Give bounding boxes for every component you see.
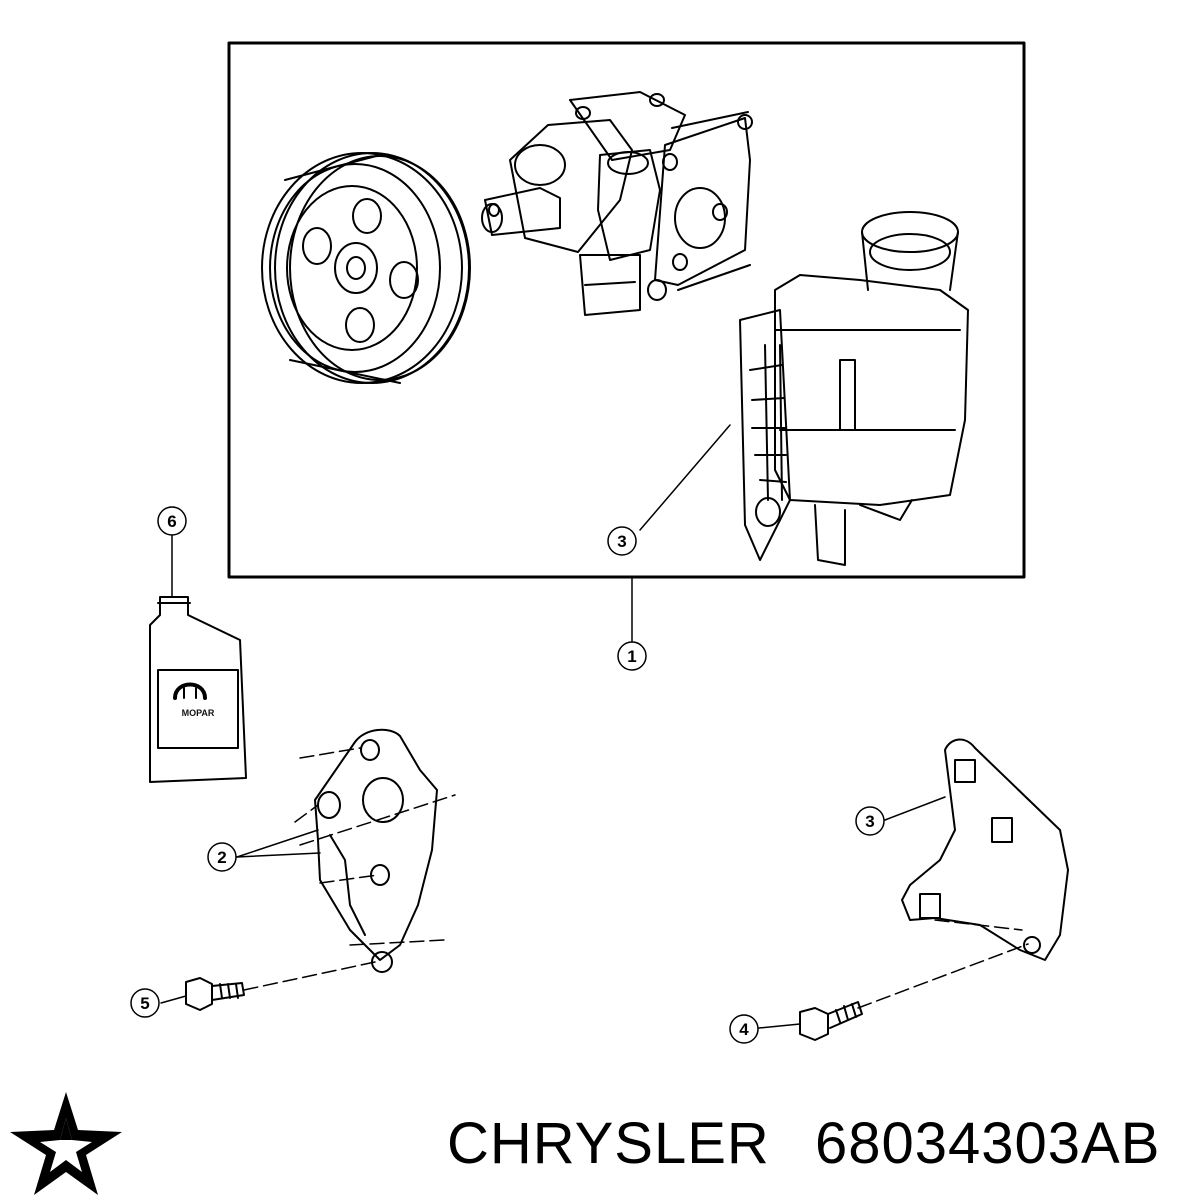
left-bracket-illustration xyxy=(314,728,438,973)
callout-1: 1 xyxy=(617,641,647,671)
pulley-illustration xyxy=(261,152,471,384)
bottle-label: MOPAR xyxy=(182,708,215,718)
callout-6: 6 xyxy=(157,506,187,536)
bolt-4-illustration xyxy=(799,1001,863,1041)
callout-1-label: 1 xyxy=(627,647,636,666)
callout-6-label: 6 xyxy=(167,512,176,531)
chrysler-star-logo xyxy=(5,1088,127,1196)
callout-3-reservoir: 3 xyxy=(607,526,637,556)
callout-4: 4 xyxy=(729,1014,759,1044)
callout-3-bracket-label: 3 xyxy=(865,812,874,831)
assembly-frame xyxy=(227,41,1026,579)
callout-2-label: 2 xyxy=(217,848,226,867)
dashed-assembly-lines xyxy=(243,747,1029,1009)
brand-name: CHRYSLER xyxy=(447,1111,770,1176)
callout-3-bracket: 3 xyxy=(855,806,885,836)
pump-illustration xyxy=(481,91,753,316)
callout-5-label: 5 xyxy=(140,994,149,1013)
bolt-5-illustration xyxy=(185,977,245,1011)
callout-5: 5 xyxy=(130,988,160,1018)
right-bracket-illustration xyxy=(901,738,1069,961)
leader-lines xyxy=(160,424,946,1029)
callout-2: 2 xyxy=(207,842,237,872)
callout-4-label: 4 xyxy=(739,1020,749,1039)
callout-3-reservoir-label: 3 xyxy=(617,532,626,551)
fluid-bottle-illustration xyxy=(149,596,247,783)
reservoir-illustration xyxy=(739,211,969,566)
part-number: 68034303AB xyxy=(815,1111,1160,1176)
